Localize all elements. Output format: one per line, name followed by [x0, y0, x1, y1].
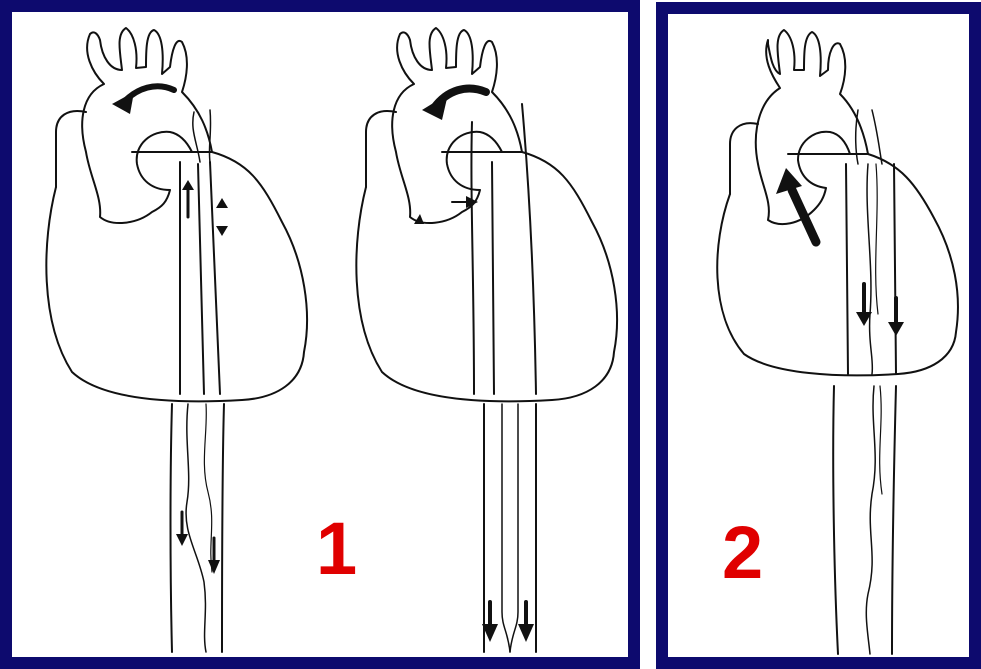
heart-diagram-b	[356, 28, 617, 652]
heart-body-a	[46, 152, 307, 401]
false-lumen-left-b	[471, 122, 474, 394]
false-lumen-right-b	[522, 104, 536, 394]
dissection-flap-a	[186, 404, 206, 652]
panel-label-1: 1	[316, 512, 357, 586]
descending-aorta-right-c	[894, 164, 896, 374]
descending-aorta-below-right-c	[892, 386, 896, 654]
flow-arrow-updown-a	[216, 198, 228, 208]
false-lumen-inner-b	[492, 162, 494, 394]
flow-arrowhead-arch-b	[422, 94, 448, 120]
flow-arrowhead-arch-a	[112, 92, 134, 114]
flow-arrow-down-right-c	[888, 322, 904, 336]
descending-aorta-below-left-c	[833, 386, 838, 654]
descending-aorta-below-left-a	[171, 404, 173, 652]
aortic-arch-b	[392, 28, 522, 223]
descending-aorta-right-a	[210, 162, 220, 394]
panel-1: 1	[0, 0, 640, 669]
panel-label-2: 2	[722, 516, 763, 590]
flow-arrow-small-b	[414, 214, 424, 224]
descending-aorta-left-c	[846, 164, 848, 374]
heart-body-c	[717, 154, 958, 375]
descending-aorta-inner-a	[198, 164, 204, 394]
descending-aorta-below-right-a	[222, 404, 224, 652]
flow-arrow-up-c	[792, 190, 816, 242]
flow-arrow-down-right-b	[518, 624, 534, 642]
flow-arrow-down-right-a	[208, 560, 220, 574]
aorta-top-c	[856, 110, 882, 164]
atrium-c	[730, 123, 758, 194]
dissection-flap-c	[867, 164, 872, 374]
heart-diagram-a	[46, 28, 307, 652]
panel-2: 2	[656, 2, 981, 669]
heart-body-b	[356, 152, 617, 401]
dissection-flap-below-c	[866, 386, 875, 654]
channel-divider-b	[502, 404, 510, 652]
panel-2-illustrations	[668, 14, 969, 657]
flow-arrow-down-left-a	[176, 534, 188, 546]
aortic-arch-c	[756, 30, 868, 224]
